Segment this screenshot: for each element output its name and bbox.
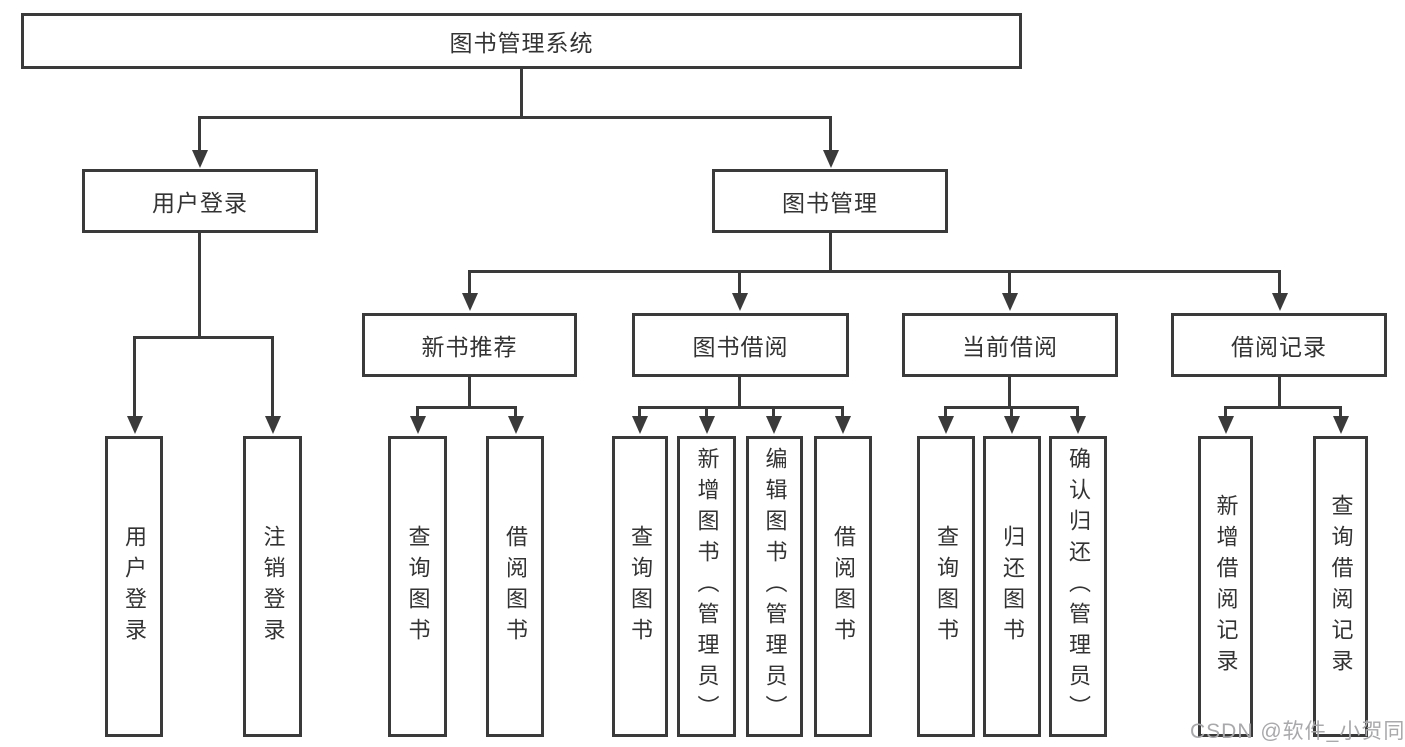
arrow-down-icon [698, 407, 715, 434]
leaf-user-login: 用户登录 [105, 436, 163, 737]
leaf-logout-login: 注销登录 [243, 436, 302, 737]
leaf-query-books-borrow: 查询图书 [612, 436, 668, 737]
leaf-query-borrow-record-label: 查询借阅记录 [1328, 493, 1354, 680]
connector-line [638, 406, 844, 409]
leaf-borrow-books: 借阅图书 [814, 436, 872, 737]
connector-line [1008, 377, 1011, 409]
arrow-down-icon [409, 407, 426, 434]
arrow-down-icon [822, 117, 839, 168]
leaf-query-books-current-label: 查询图书 [934, 524, 959, 649]
leaf-add-borrow-record: 新增借阅记录 [1198, 436, 1253, 737]
leaf-add-books-admin-label: 新增图书（管理员） [694, 447, 720, 726]
arrow-down-icon [631, 407, 648, 434]
connector-line [198, 116, 832, 119]
leaf-user-login-label: 用户登录 [122, 524, 147, 649]
node-user-login-label: 用户登录 [152, 190, 248, 216]
node-book-management-label: 图书管理 [782, 190, 878, 216]
leaf-edit-books-admin-label: 编辑图书（管理员） [762, 447, 788, 726]
leaf-query-books-recommend: 查询图书 [388, 436, 447, 737]
leaf-borrow-books-recommend: 借阅图书 [486, 436, 544, 737]
arrow-down-icon [1217, 407, 1234, 434]
node-borrow-records: 借阅记录 [1171, 313, 1387, 377]
arrow-down-icon [461, 271, 478, 311]
arrow-down-icon [937, 407, 954, 434]
arrow-down-icon [264, 337, 281, 434]
arrow-down-icon [1003, 407, 1020, 434]
arrow-down-icon [1332, 407, 1349, 434]
node-book-borrow-label: 图书借阅 [692, 334, 789, 360]
leaf-borrow-books-recommend-label: 借阅图书 [503, 524, 528, 649]
node-book-management: 图书管理 [712, 169, 948, 233]
arrow-down-icon [191, 117, 208, 168]
node-root-label: 图书管理系统 [449, 30, 594, 56]
leaf-borrow-books-label: 借阅图书 [831, 524, 856, 649]
connector-line [468, 270, 1281, 273]
leaf-query-books-recommend-label: 查询图书 [405, 524, 431, 649]
arrow-down-icon [1271, 271, 1288, 311]
connector-line [133, 336, 274, 339]
leaf-add-borrow-record-label: 新增借阅记录 [1213, 493, 1239, 680]
csdn-watermark: CSDN @软件_小贺同学 [1190, 720, 1405, 743]
arrow-down-icon [1001, 271, 1018, 311]
connector-line [1224, 406, 1342, 409]
leaf-query-borrow-record: 查询借阅记录 [1313, 436, 1368, 737]
arrow-down-icon [765, 407, 782, 434]
leaf-return-books: 归还图书 [983, 436, 1041, 737]
leaf-logout-login-label: 注销登录 [260, 524, 286, 649]
arrow-down-icon [834, 407, 851, 434]
leaf-add-books-admin: 新增图书（管理员） [677, 436, 736, 737]
arrow-down-icon [1069, 407, 1086, 434]
leaf-confirm-return-admin: 确认归还（管理员） [1049, 436, 1107, 737]
node-current-borrow: 当前借阅 [902, 313, 1118, 377]
node-book-borrow: 图书借阅 [632, 313, 849, 377]
connector-line [520, 69, 523, 118]
connector-line [468, 377, 471, 409]
leaf-return-books-label: 归还图书 [1000, 524, 1025, 649]
node-new-book-recommend-label: 新书推荐 [421, 334, 518, 360]
connector-line [829, 233, 832, 273]
connector-line [738, 377, 741, 409]
leaf-edit-books-admin: 编辑图书（管理员） [746, 436, 803, 737]
arrow-down-icon [507, 407, 524, 434]
connector-line [198, 233, 201, 339]
node-new-book-recommend: 新书推荐 [362, 313, 577, 377]
leaf-confirm-return-admin-label: 确认归还（管理员） [1066, 447, 1091, 726]
node-root: 图书管理系统 [21, 13, 1022, 69]
leaf-query-books-current: 查询图书 [917, 436, 975, 737]
arrow-down-icon [731, 271, 748, 311]
node-borrow-records-label: 借阅记录 [1231, 334, 1327, 360]
connector-line [416, 406, 517, 409]
arrow-down-icon [126, 337, 143, 434]
node-user-login: 用户登录 [82, 169, 318, 233]
leaf-query-books-borrow-label: 查询图书 [628, 524, 653, 649]
connector-line [1278, 377, 1281, 409]
node-current-borrow-label: 当前借阅 [962, 334, 1058, 360]
